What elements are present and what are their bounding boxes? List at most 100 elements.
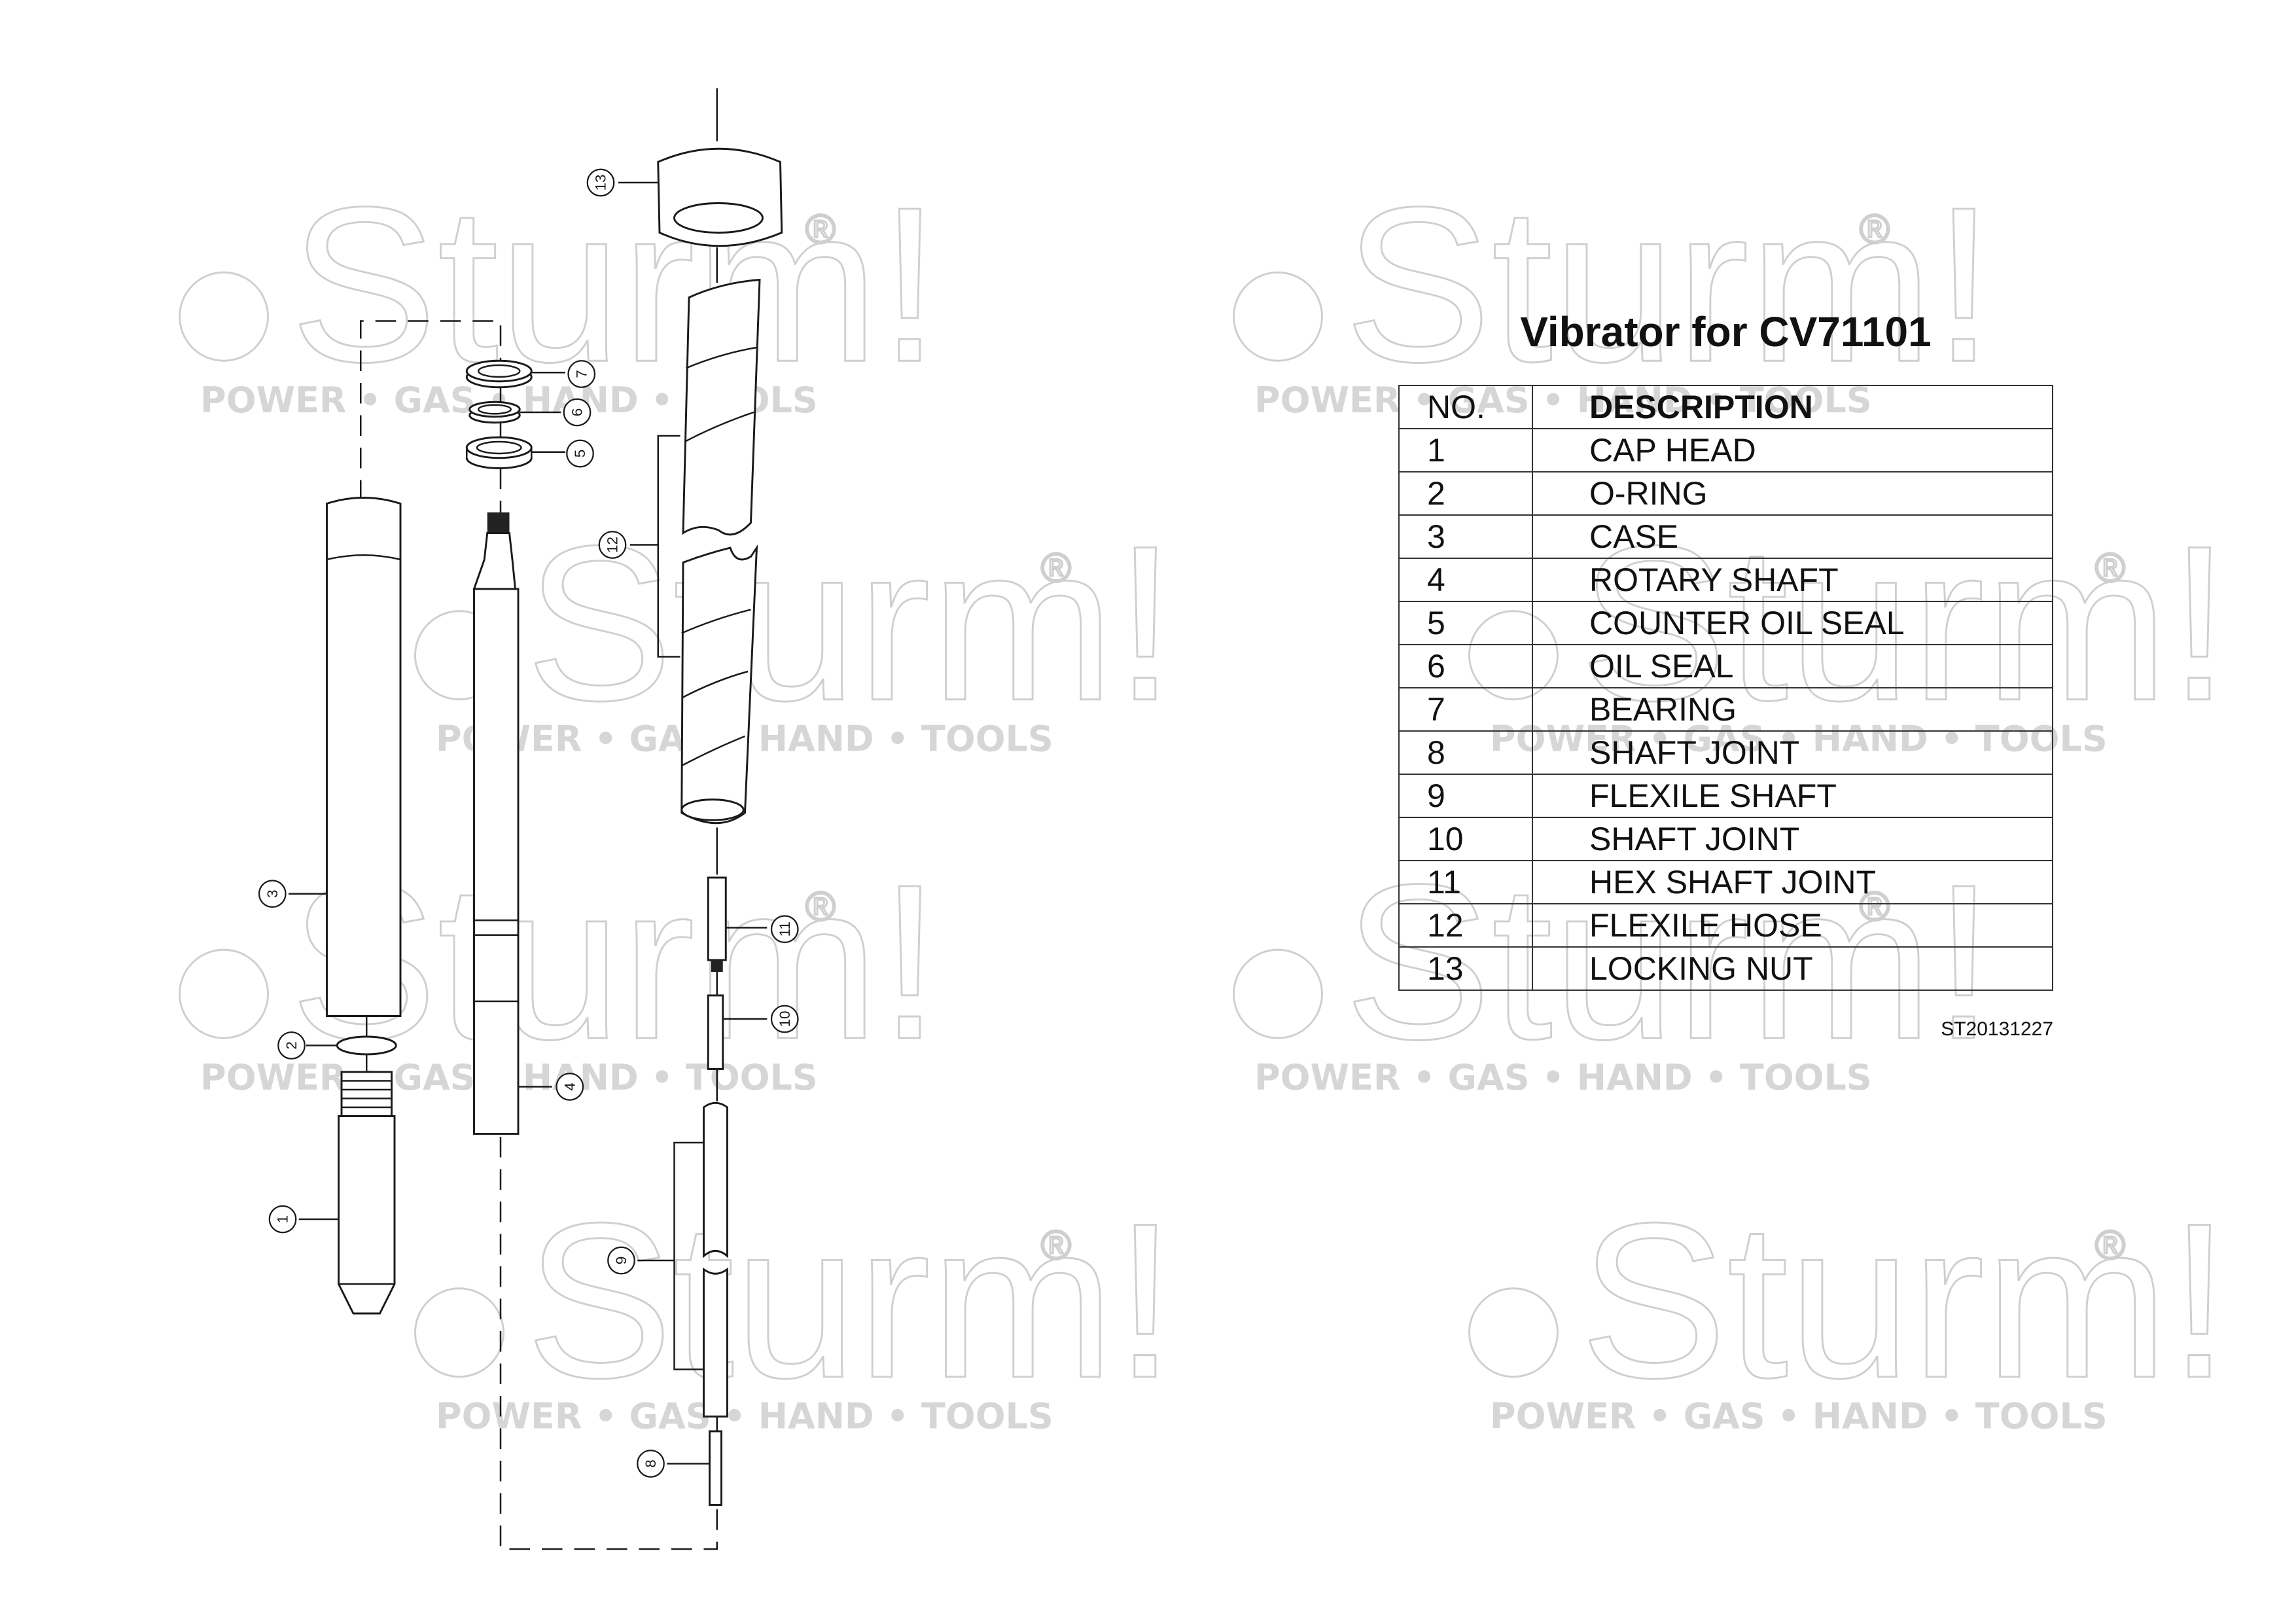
part-number: 2 xyxy=(1398,471,1533,516)
svg-text:5: 5 xyxy=(572,450,588,458)
callout-8: 8 xyxy=(637,1450,665,1478)
callout-4: 4 xyxy=(556,1073,584,1101)
svg-text:®: ® xyxy=(805,883,836,929)
part-number: 10 xyxy=(1398,817,1533,861)
part-number: 12 xyxy=(1398,903,1533,948)
svg-text:7: 7 xyxy=(573,370,590,378)
callout-12: 12 xyxy=(598,531,627,559)
part-case xyxy=(289,497,402,1017)
svg-text:4: 4 xyxy=(561,1082,578,1091)
part-description: ROTARY SHAFT xyxy=(1532,558,2053,602)
part-description: CASE xyxy=(1532,514,2053,559)
svg-text:POWER • GAS • HAND • TOOLS: POWER • GAS • HAND • TOOLS xyxy=(436,1396,1053,1437)
part-number: 6 xyxy=(1398,644,1533,688)
svg-text:®: ® xyxy=(2095,1222,2125,1268)
callout-11: 11 xyxy=(770,915,799,944)
callout-2: 2 xyxy=(277,1031,306,1060)
part-number: 11 xyxy=(1398,860,1533,904)
svg-text:12: 12 xyxy=(605,537,621,553)
callout-1: 1 xyxy=(268,1205,297,1234)
svg-text:®: ® xyxy=(1860,206,1890,252)
watermark-logo: Sturm! ® POWER • GAS • HAND • TOOLS xyxy=(414,1175,1177,1437)
watermark-logo: Sturm! ® POWER • GAS • HAND • TOOLS xyxy=(1468,1175,2231,1437)
part-o-ring xyxy=(306,1035,397,1056)
svg-text:9: 9 xyxy=(613,1257,629,1265)
part-flexible-hose xyxy=(630,278,761,825)
svg-text:®: ® xyxy=(805,206,836,252)
part-number: 1 xyxy=(1398,428,1533,473)
document-code: ST20131227 xyxy=(1941,1018,2053,1040)
part-flexible-shaft xyxy=(637,1101,728,1418)
part-number: 13 xyxy=(1398,946,1533,991)
table-header-row: NO. DESCRIPTION xyxy=(1398,385,2053,429)
svg-text:2: 2 xyxy=(283,1041,300,1050)
part-oil-seal xyxy=(468,401,561,424)
svg-text:Sturm!: Sturm! xyxy=(290,160,940,408)
svg-text:3: 3 xyxy=(264,889,281,898)
part-description: SHAFT JOINT xyxy=(1532,730,2053,775)
svg-text:®: ® xyxy=(2095,545,2125,591)
watermark-logo: Sturm! ® POWER • GAS • HAND • TOOLS xyxy=(1233,160,1996,421)
watermark-logo: Sturm! ® POWER • GAS • HAND • TOOLS xyxy=(414,498,1177,760)
svg-text:8: 8 xyxy=(643,1459,659,1468)
part-description: HEX SHAFT JOINT xyxy=(1532,860,2053,904)
callout-6: 6 xyxy=(563,398,592,427)
part-number: 8 xyxy=(1398,730,1533,775)
part-number: 4 xyxy=(1398,558,1533,602)
svg-text:POWER • GAS • HAND • TOOLS: POWER • GAS • HAND • TOOLS xyxy=(1254,1057,1872,1098)
part-description: LOCKING NUT xyxy=(1532,946,2053,991)
svg-text:6: 6 xyxy=(569,408,586,417)
callout-3: 3 xyxy=(258,880,287,908)
part-hex-shaft-joint xyxy=(707,876,768,972)
part-description: FLEXILE HOSE xyxy=(1532,903,2053,948)
part-bearing xyxy=(465,359,565,389)
part-description: BEARING xyxy=(1532,687,2053,732)
header-no: NO. xyxy=(1398,385,1533,429)
part-description: OIL SEAL xyxy=(1532,644,2053,688)
svg-text:10: 10 xyxy=(777,1010,793,1027)
callout-5: 5 xyxy=(566,439,594,468)
part-cap-head xyxy=(298,1071,396,1315)
svg-text:1: 1 xyxy=(275,1215,291,1224)
part-locking-nut xyxy=(657,147,783,247)
svg-text:Sturm!: Sturm! xyxy=(1580,1177,2230,1424)
callout-13: 13 xyxy=(586,168,658,197)
callout-10: 10 xyxy=(770,1005,799,1033)
svg-text:Sturm!: Sturm! xyxy=(1344,160,1994,408)
header-description: DESCRIPTION xyxy=(1532,385,2053,429)
svg-text:13: 13 xyxy=(593,174,609,190)
part-description: O-RING xyxy=(1532,471,2053,516)
svg-text:®: ® xyxy=(1041,1222,1071,1268)
part-shaft-joint-8 xyxy=(667,1430,722,1506)
diagram-title: Vibrator for CV71101 xyxy=(1520,308,1932,355)
callout-7: 7 xyxy=(567,360,596,388)
callout-9: 9 xyxy=(607,1246,635,1275)
part-description: CAP HEAD xyxy=(1532,428,2053,473)
svg-text:POWER • GAS • HAND • TOOLS: POWER • GAS • HAND • TOOLS xyxy=(1490,1396,2108,1437)
part-number: 9 xyxy=(1398,774,1533,818)
part-number: 3 xyxy=(1398,514,1533,559)
part-rotary-shaft xyxy=(472,512,552,1135)
svg-text:Sturm!: Sturm! xyxy=(525,499,1176,747)
part-description: FLEXILE SHAFT xyxy=(1532,774,2053,818)
part-description: SHAFT JOINT xyxy=(1532,817,2053,861)
watermark-logo: Sturm! ® POWER • GAS • HAND • TOOLS xyxy=(179,160,942,421)
part-number: 5 xyxy=(1398,601,1533,645)
svg-text:11: 11 xyxy=(777,921,793,936)
part-shaft-joint-10 xyxy=(707,994,768,1070)
part-counter-oil-seal xyxy=(465,436,565,469)
